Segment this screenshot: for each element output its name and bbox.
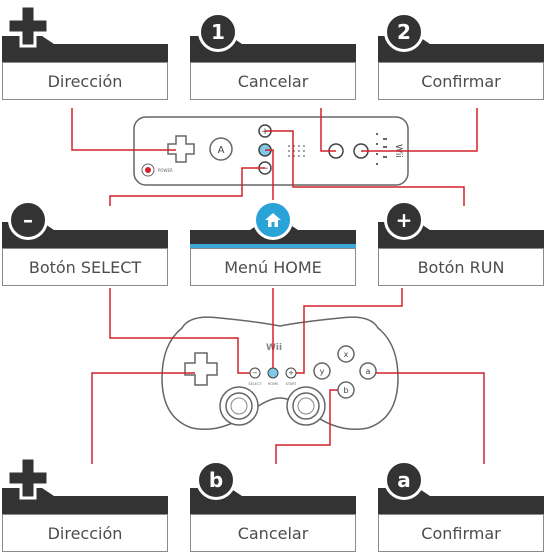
card-top-cancel: Cancelar xyxy=(190,36,356,100)
card-label: Menú HOME xyxy=(190,248,356,286)
controller-dpad-icon xyxy=(184,352,218,386)
svg-text:−: − xyxy=(252,369,258,377)
connector-top-direction xyxy=(71,108,176,151)
connector-bottom-confirm xyxy=(376,372,485,464)
svg-text:y: y xyxy=(320,367,325,376)
card-bottom-cancel: Cancelar xyxy=(190,488,356,552)
card-label: Cancelar xyxy=(190,62,356,100)
svg-text:b: b xyxy=(343,386,348,395)
connector-mid-home xyxy=(265,149,274,206)
controller-logo: Wii xyxy=(266,343,282,353)
classic-controller: Wii − + SELECT HOME START x y a b xyxy=(161,316,399,431)
remote-a-button xyxy=(209,137,233,161)
connector-run-classic xyxy=(296,288,403,374)
connector-top-confirm xyxy=(361,108,478,152)
card-label: Dirección xyxy=(2,62,168,100)
controller-y-button xyxy=(313,362,331,380)
a-badge-icon: a xyxy=(384,460,424,500)
connector-mid-select xyxy=(109,167,265,206)
controller-x-button xyxy=(337,345,355,363)
start-text: START xyxy=(286,382,298,386)
connector-bottom-cancel xyxy=(275,389,338,464)
card-label: Botón RUN xyxy=(378,248,544,286)
card-run: Botón RUN xyxy=(378,222,544,286)
card-home: Menú HOME xyxy=(190,222,356,286)
home-icon xyxy=(253,200,293,240)
one-badge-icon: 1 xyxy=(198,12,238,52)
connector-bottom-direction xyxy=(91,372,195,464)
card-label: Cancelar xyxy=(190,514,356,552)
svg-text:x: x xyxy=(344,350,349,359)
controller-a-button xyxy=(359,362,377,380)
svg-text:−: − xyxy=(261,164,269,174)
plus-badge-icon: + xyxy=(384,200,424,240)
card-bottom-confirm: Confirmar xyxy=(378,488,544,552)
card-label: Botón SELECT xyxy=(2,248,168,286)
controller-home-button xyxy=(267,367,279,379)
card-label: Dirección xyxy=(2,514,168,552)
connector-mid-run xyxy=(265,130,465,206)
wii-remote: POWER A + − Wii xyxy=(133,116,409,186)
svg-text:+: + xyxy=(288,369,294,377)
power-label: POWER xyxy=(158,168,173,173)
card-label: Confirmar xyxy=(378,62,544,100)
card-bottom-direction: Dirección xyxy=(2,488,168,552)
svg-text:+: + xyxy=(261,127,269,137)
remote-dpad-icon xyxy=(167,135,195,163)
card-top-direction: Dirección xyxy=(2,36,168,100)
two-badge-icon: 2 xyxy=(384,12,424,52)
minus-badge-icon: – xyxy=(8,200,48,240)
home-text: HOME xyxy=(268,382,279,386)
connector-top-cancel xyxy=(320,108,336,152)
card-label: Confirmar xyxy=(378,514,544,552)
remote-a-label: A xyxy=(218,145,225,156)
svg-text:a: a xyxy=(366,367,371,376)
dpad-icon xyxy=(6,4,50,48)
connector-lines xyxy=(71,108,485,464)
dpad-icon xyxy=(6,456,50,500)
connector-select-classic xyxy=(109,288,250,374)
select-text: SELECT xyxy=(248,382,262,386)
b-badge-icon: b xyxy=(196,460,236,500)
